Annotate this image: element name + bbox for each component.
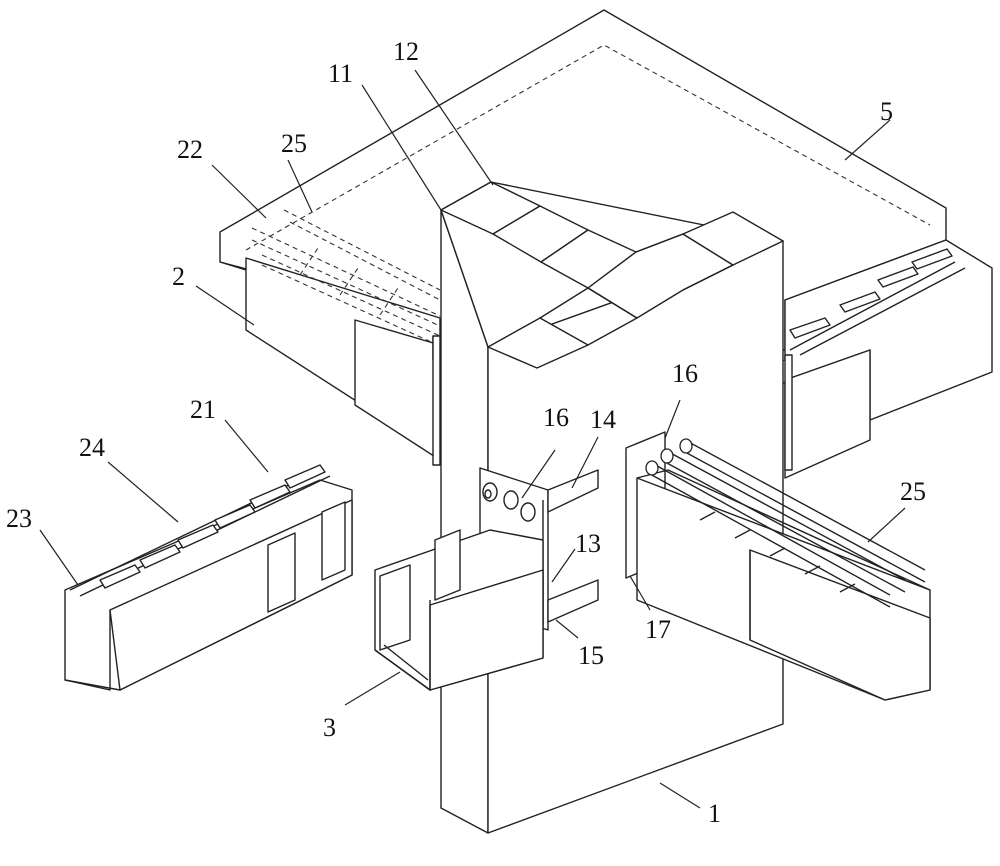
label-25-top: 25 bbox=[281, 129, 307, 158]
detached-beam-ties bbox=[99, 464, 326, 589]
label-5: 5 bbox=[880, 97, 893, 126]
front-right-beam bbox=[625, 431, 931, 701]
column-top-cells bbox=[440, 181, 784, 369]
label-23: 23 bbox=[6, 504, 32, 533]
label-25-right: 25 bbox=[900, 477, 926, 506]
front-left-u-beam bbox=[374, 529, 544, 691]
label-14: 14 bbox=[590, 405, 616, 434]
label-1: 1 bbox=[708, 799, 721, 828]
label-22: 22 bbox=[177, 135, 203, 164]
bolt-nuts bbox=[482, 482, 536, 522]
label-17: 17 bbox=[645, 615, 671, 644]
leader-lines bbox=[39, 69, 906, 809]
label-16-left: 16 bbox=[543, 403, 569, 432]
part-labels: 11 12 5 25 22 2 21 24 23 3 16 14 13 15 1… bbox=[6, 37, 926, 828]
label-16-right: 16 bbox=[672, 359, 698, 388]
label-12: 12 bbox=[393, 37, 419, 66]
label-13: 13 bbox=[575, 529, 601, 558]
rebar-dashed-back-left bbox=[251, 209, 441, 347]
label-2: 2 bbox=[172, 262, 185, 291]
label-24: 24 bbox=[79, 433, 105, 462]
label-21: 21 bbox=[190, 395, 216, 424]
label-11: 11 bbox=[328, 59, 353, 88]
back-right-ties bbox=[789, 248, 966, 356]
label-3: 3 bbox=[323, 713, 336, 742]
detached-beam bbox=[64, 464, 353, 691]
label-15: 15 bbox=[578, 641, 604, 670]
rebar-rods-front-right bbox=[645, 438, 926, 608]
